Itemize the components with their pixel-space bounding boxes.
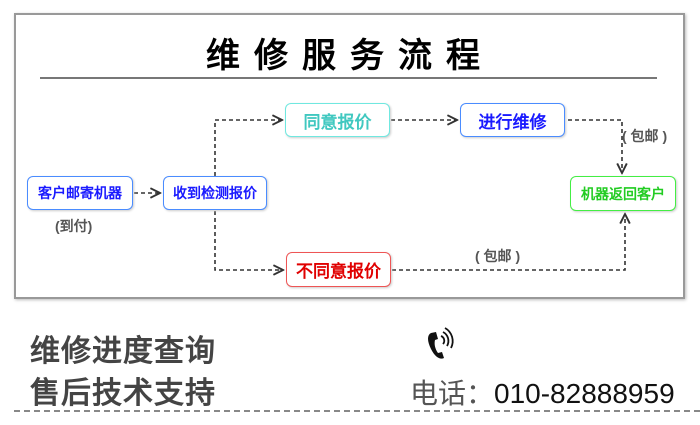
node-return-customer: 机器返回客户 xyxy=(570,176,676,211)
arrow-repair-to-return xyxy=(568,119,622,173)
repair-progress-query: 维修进度查询 xyxy=(30,335,216,368)
flow-connectors xyxy=(134,0,700,300)
bottom-divider xyxy=(14,410,700,412)
note-free-shipping-top: ( 包邮 ) xyxy=(622,128,668,144)
node-disagree-quote: 不同意报价 xyxy=(286,252,391,287)
arrow-disagree-to-return xyxy=(392,214,625,271)
node-repair: 进行维修 xyxy=(460,103,565,137)
arrow-receive-to-agree xyxy=(214,120,282,176)
arrow-receive-to-disagree xyxy=(214,211,283,270)
phone-contact: 电话：010-82888959 xyxy=(410,372,675,412)
after-sales-support: 售后技术支持 xyxy=(30,377,216,410)
phone-number: 010-82888959 xyxy=(494,378,675,409)
diagram-frame xyxy=(14,13,685,299)
note-free-shipping-bottom: ( 包邮 ) xyxy=(475,248,521,264)
title-divider xyxy=(40,77,657,79)
node-agree-quote: 同意报价 xyxy=(285,103,390,137)
phone-label: 电话： xyxy=(410,378,495,409)
page-title: 维修服务流程 xyxy=(206,37,494,75)
phone-icon xyxy=(428,327,454,359)
note-cod: (到付) xyxy=(55,218,93,234)
node-customer-ship: 客户邮寄机器 xyxy=(27,176,133,210)
node-receive-quote: 收到检测报价 xyxy=(163,176,267,210)
